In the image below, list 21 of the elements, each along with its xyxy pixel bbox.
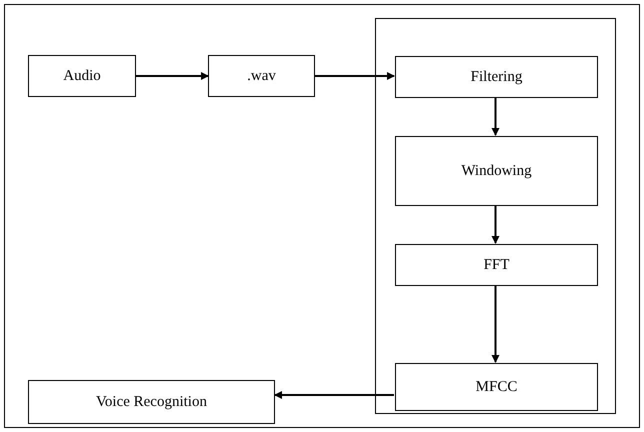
group-box xyxy=(375,18,616,414)
box-label: MFCC xyxy=(476,378,518,397)
arrow xyxy=(274,391,394,399)
arrow xyxy=(492,97,500,136)
process-box xyxy=(28,55,136,97)
process-box xyxy=(395,56,598,98)
box-label: Audio xyxy=(63,66,101,86)
box-label: .wav xyxy=(247,66,276,86)
arrow xyxy=(136,72,209,80)
box-label: Windowing xyxy=(461,162,532,181)
arrow xyxy=(492,205,500,244)
box-label: Filtering xyxy=(470,68,522,87)
process-box xyxy=(395,244,598,286)
arrow xyxy=(315,72,395,80)
process-box xyxy=(28,380,275,424)
arrow xyxy=(492,285,500,363)
box-label: Voice Recognition xyxy=(96,392,207,412)
box-label: FFT xyxy=(484,256,510,275)
process-box xyxy=(395,363,598,411)
process-box xyxy=(395,136,598,206)
process-box xyxy=(208,55,315,97)
